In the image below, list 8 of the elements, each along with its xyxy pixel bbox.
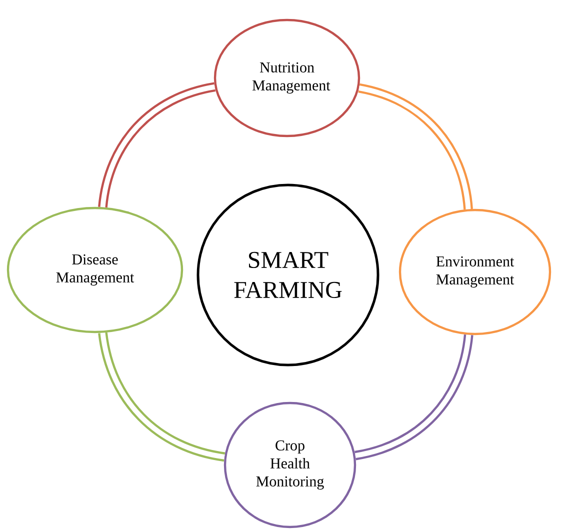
ellipse-node: Disease Management [6, 206, 184, 334]
double-arc [358, 83, 473, 210]
ellipse-node: Crop Health Monitoring [224, 402, 356, 528]
ellipse-node: Environment Management [398, 208, 552, 336]
ellipse-node: Nutrition Management [214, 18, 360, 138]
double-arc [354, 334, 474, 460]
double-arc [98, 332, 226, 462]
double-arc [98, 82, 216, 208]
